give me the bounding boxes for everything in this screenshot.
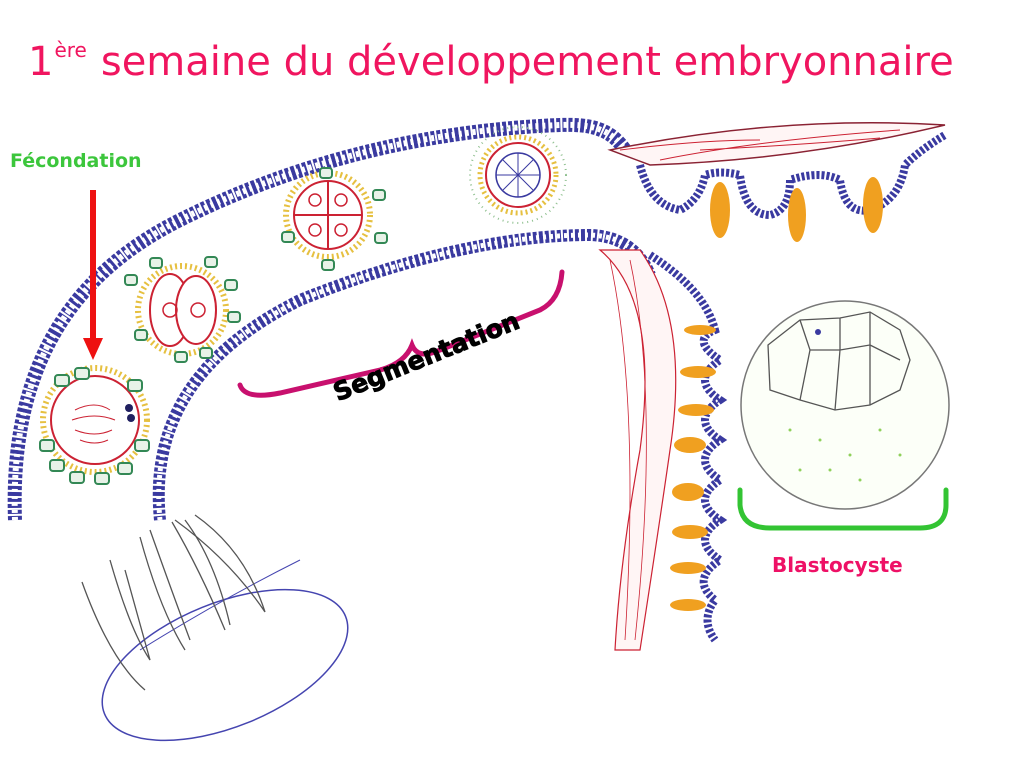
zygote xyxy=(39,365,150,485)
blastocyste-bracket xyxy=(737,487,949,531)
title-ordinal-suffix: ère xyxy=(54,38,87,62)
fimbriae xyxy=(81,514,266,691)
fecondation-arrow xyxy=(83,190,103,360)
page-title: 1ère semaine du développement embryonnair… xyxy=(28,38,1008,85)
oviduct xyxy=(7,117,656,521)
four-cell-stage xyxy=(281,167,388,271)
ovary xyxy=(101,559,349,742)
blastocyste-label: Blastocyste xyxy=(772,553,903,577)
morula xyxy=(469,126,567,224)
uterine-wall-side xyxy=(598,249,728,651)
title-text: semaine du développement embryonnaire xyxy=(100,39,954,85)
segmentation-brace xyxy=(237,269,565,398)
uterine-wall-top xyxy=(607,122,948,242)
two-cell-stage xyxy=(124,256,241,363)
blastocyst xyxy=(740,300,950,510)
fecondation-label: Fécondation xyxy=(10,150,142,172)
title-ordinal: 1 xyxy=(28,39,54,85)
